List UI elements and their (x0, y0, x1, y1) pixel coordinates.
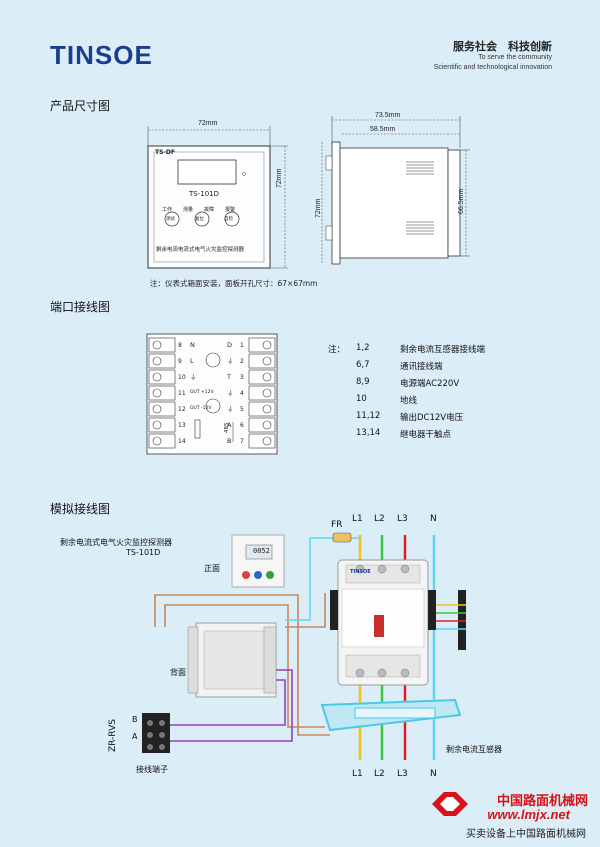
terminal-num: 7 (240, 438, 244, 445)
button-label-selfcheck: 自检 (224, 217, 233, 222)
terminal-block-label: 接线端子 (136, 765, 168, 774)
phase-l2-top: L2 (374, 514, 385, 524)
section-title-simulated-wiring: 模拟接线图 (50, 502, 111, 516)
front-display-value: 0052 (253, 547, 270, 555)
terminal-num: 13 (178, 422, 186, 429)
watermark-slogan: 买卖设备上中国路面机械网 (466, 829, 586, 840)
indicator-label: 测量 (183, 207, 194, 213)
phase-n-bottom: N (430, 769, 437, 779)
legend-desc: 地线 (400, 396, 418, 406)
terminal-num: 14 (178, 438, 186, 445)
phase-l3-top: L3 (397, 514, 408, 524)
front-model: TS-101D (189, 190, 219, 198)
front-indicators: 工作 测量 故障 报警 (162, 206, 235, 213)
bus-b-label: B (132, 715, 138, 724)
front-brand: TS-DF (155, 149, 175, 156)
terminal-right-nums: 1 2 3 4 5 6 7 (240, 338, 244, 450)
fuse-label: FR (331, 520, 343, 530)
terminal-num: 2 (240, 358, 244, 365)
terminal-num: 9 (178, 358, 182, 365)
terminal-num: 1 (240, 342, 244, 349)
breaker-brand: TINSOE (350, 569, 371, 575)
front-caption: 剩余电流电流式电气火灾监控探测器 (156, 247, 245, 253)
terminal-num: 8 (178, 342, 182, 349)
terminal-num: 3 (240, 374, 244, 381)
terminal-label: ⏚ (227, 405, 234, 413)
terminal-num: 12 (178, 406, 186, 413)
ct-label: 剩余电流互感器 (446, 745, 502, 754)
phase-l1-top: L1 (352, 514, 363, 524)
phase-n-top: N (430, 514, 437, 524)
terminal-label: L (190, 357, 194, 365)
terminal-label: T (227, 373, 231, 381)
side-inner-dim: 66.5mm (458, 188, 465, 214)
slogan-en-line1: To serve the community (478, 54, 552, 61)
terminal-num: 6 (240, 422, 244, 429)
terminal-num: 11 (178, 390, 186, 397)
indicator-label: 报警 (225, 207, 236, 213)
terminal-num: 4 (240, 390, 244, 397)
watermark-logo-icon (432, 792, 468, 816)
legend-pins: 11,12 (356, 411, 381, 421)
bus-name: ZR-RVS (108, 719, 118, 752)
front-label: 正面 (204, 564, 220, 573)
phase-l2-bottom: L2 (374, 769, 385, 779)
terminal-label: D (227, 341, 233, 349)
terminal-label: A (227, 421, 232, 429)
section-title-dimensions: 产品尺寸图 (50, 99, 111, 113)
wiring-diagram (142, 532, 466, 760)
legend-pins: 13,14 (356, 428, 381, 438)
side-height-dim: 72mm (315, 198, 322, 218)
watermark-url: www.lmjx.net (487, 807, 570, 822)
terminal-right-labels: D ⏚ T ⏚ ⏚ A B (227, 337, 234, 449)
legend-pins: 1,2 (356, 343, 370, 353)
terminal-label: B (227, 437, 232, 445)
terminal-label: OUT +12V (190, 390, 214, 395)
front-height-dim: 72mm (276, 168, 283, 188)
install-note: 注：仪表式箱面安装，面板开孔尺寸：67×67mm (150, 279, 318, 288)
front-width-dim: 72mm (198, 120, 218, 127)
front-buttons: 测试 复位 自检 (166, 216, 233, 222)
slogan-en-line2: Scientific and technological innovation (433, 64, 552, 71)
legend-pins: 8,9 (356, 377, 370, 387)
terminal-label: N (190, 341, 195, 349)
watermark-site-name: 中国路面机械网 (496, 794, 588, 809)
legend-desc: 输出DC12V电压 (400, 413, 464, 423)
legend-desc: 通讯接线端 (400, 362, 443, 372)
phase-l1-bottom: L1 (352, 769, 363, 779)
legend-desc: 剩余电流互感器接线端 (400, 345, 486, 355)
terminal-block-drawing (146, 333, 278, 455)
side-total-dim: 73.5mm (375, 112, 401, 119)
back-label: 背面 (170, 668, 186, 677)
side-body-dim: 58.5mm (370, 126, 396, 133)
side-view-drawing (321, 116, 470, 265)
legend-desc: 电源端AC220V (400, 379, 460, 389)
wiring-device-title: 剩余电流式电气火灾监控探测器 (60, 538, 172, 547)
terminal-left-nums: 8 9 10 11 12 13 14 (178, 338, 186, 450)
terminal-label: ⏚ (227, 357, 234, 365)
terminal-label: ⏚ (227, 389, 234, 397)
terminal-bus-label: 485 (224, 422, 230, 434)
section-title-port-wiring: 端口接线图 (50, 300, 111, 314)
button-label-test: 测试 (166, 217, 175, 222)
button-label-reset: 复位 (195, 217, 204, 222)
bus-a-label: A (132, 732, 138, 741)
company-logo: TINSOE (50, 40, 153, 70)
indicator-label: 故障 (204, 207, 215, 213)
terminal-num: 10 (178, 374, 186, 381)
slogan-cn: 服务社会 科技创新 (453, 40, 552, 53)
slogan-en: To serve the community Scientific and te… (434, 53, 552, 73)
terminal-left-labels: N L ⏚ OUT +12V OUT -12V (190, 337, 214, 417)
legend-pins: 10 (356, 394, 367, 404)
front-view-drawing (147, 126, 288, 269)
legend-pins: 6,7 (356, 360, 370, 370)
legend-title: 注： (328, 345, 346, 355)
phase-l3-bottom: L3 (397, 769, 408, 779)
indicator-label: 工作 (162, 207, 173, 213)
terminal-label: OUT -12V (190, 406, 212, 411)
legend-desc: 继电器干触点 (400, 430, 452, 440)
wiring-device-model: TS-101D (126, 548, 161, 557)
terminal-num: 5 (240, 406, 244, 413)
terminal-label: ⏚ (190, 373, 197, 381)
